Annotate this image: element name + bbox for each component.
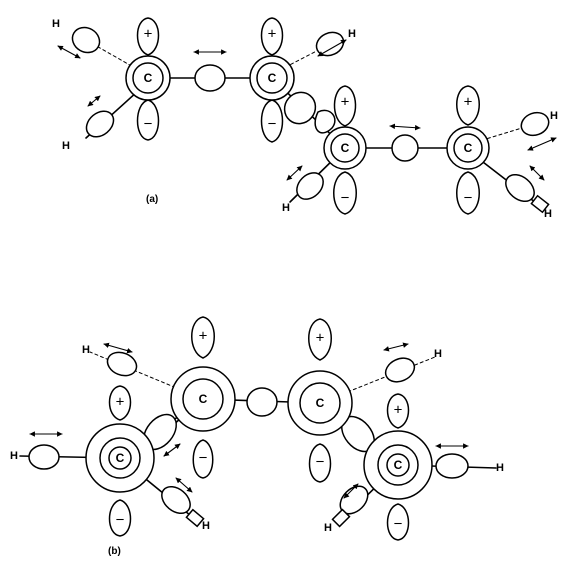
- panel-label-b: (b): [108, 546, 121, 557]
- carbon-label: C: [464, 141, 473, 155]
- minus-sign: −: [316, 454, 325, 471]
- panel-b: [19, 316, 497, 541]
- hydrogen-label: H: [62, 140, 70, 152]
- hydrogen-label: H: [544, 208, 552, 220]
- minus-sign: −: [464, 190, 473, 207]
- plus-sign: +: [464, 94, 473, 111]
- hydrogen-label: H: [282, 202, 290, 214]
- hydrogen-label: H: [202, 520, 210, 532]
- carbon-label: C: [144, 71, 153, 85]
- panel-a: [57, 17, 557, 215]
- minus-sign: −: [268, 116, 277, 133]
- plus-sign: +: [341, 94, 350, 111]
- carbon-label: C: [394, 458, 403, 472]
- hydrogen-label: H: [434, 348, 442, 360]
- plus-sign: +: [394, 402, 403, 419]
- minus-sign: −: [341, 190, 350, 207]
- hydrogen-label: H: [496, 462, 504, 474]
- minus-sign: −: [116, 512, 125, 529]
- plus-sign: +: [316, 330, 325, 347]
- hydrogen-label: H: [348, 28, 356, 40]
- minus-sign: −: [199, 450, 208, 467]
- hydrogen-label: H: [52, 18, 60, 30]
- carbon-label: C: [116, 451, 125, 465]
- plus-sign: +: [116, 394, 125, 411]
- minus-sign: −: [394, 516, 403, 533]
- hydrogen-label: H: [82, 344, 90, 356]
- carbon-label: C: [316, 396, 325, 410]
- carbon-label: C: [199, 392, 208, 406]
- plus-sign: +: [268, 26, 277, 43]
- hydrogen-label: H: [550, 110, 558, 122]
- panel-label-a: (a): [146, 194, 158, 205]
- carbon-label: C: [268, 71, 277, 85]
- carbon-label: C: [341, 141, 350, 155]
- hydrogen-label: H: [10, 450, 18, 462]
- plus-sign: +: [199, 328, 208, 345]
- hydrogen-label: H: [324, 522, 332, 534]
- minus-sign: −: [144, 116, 153, 133]
- plus-sign: +: [144, 26, 153, 43]
